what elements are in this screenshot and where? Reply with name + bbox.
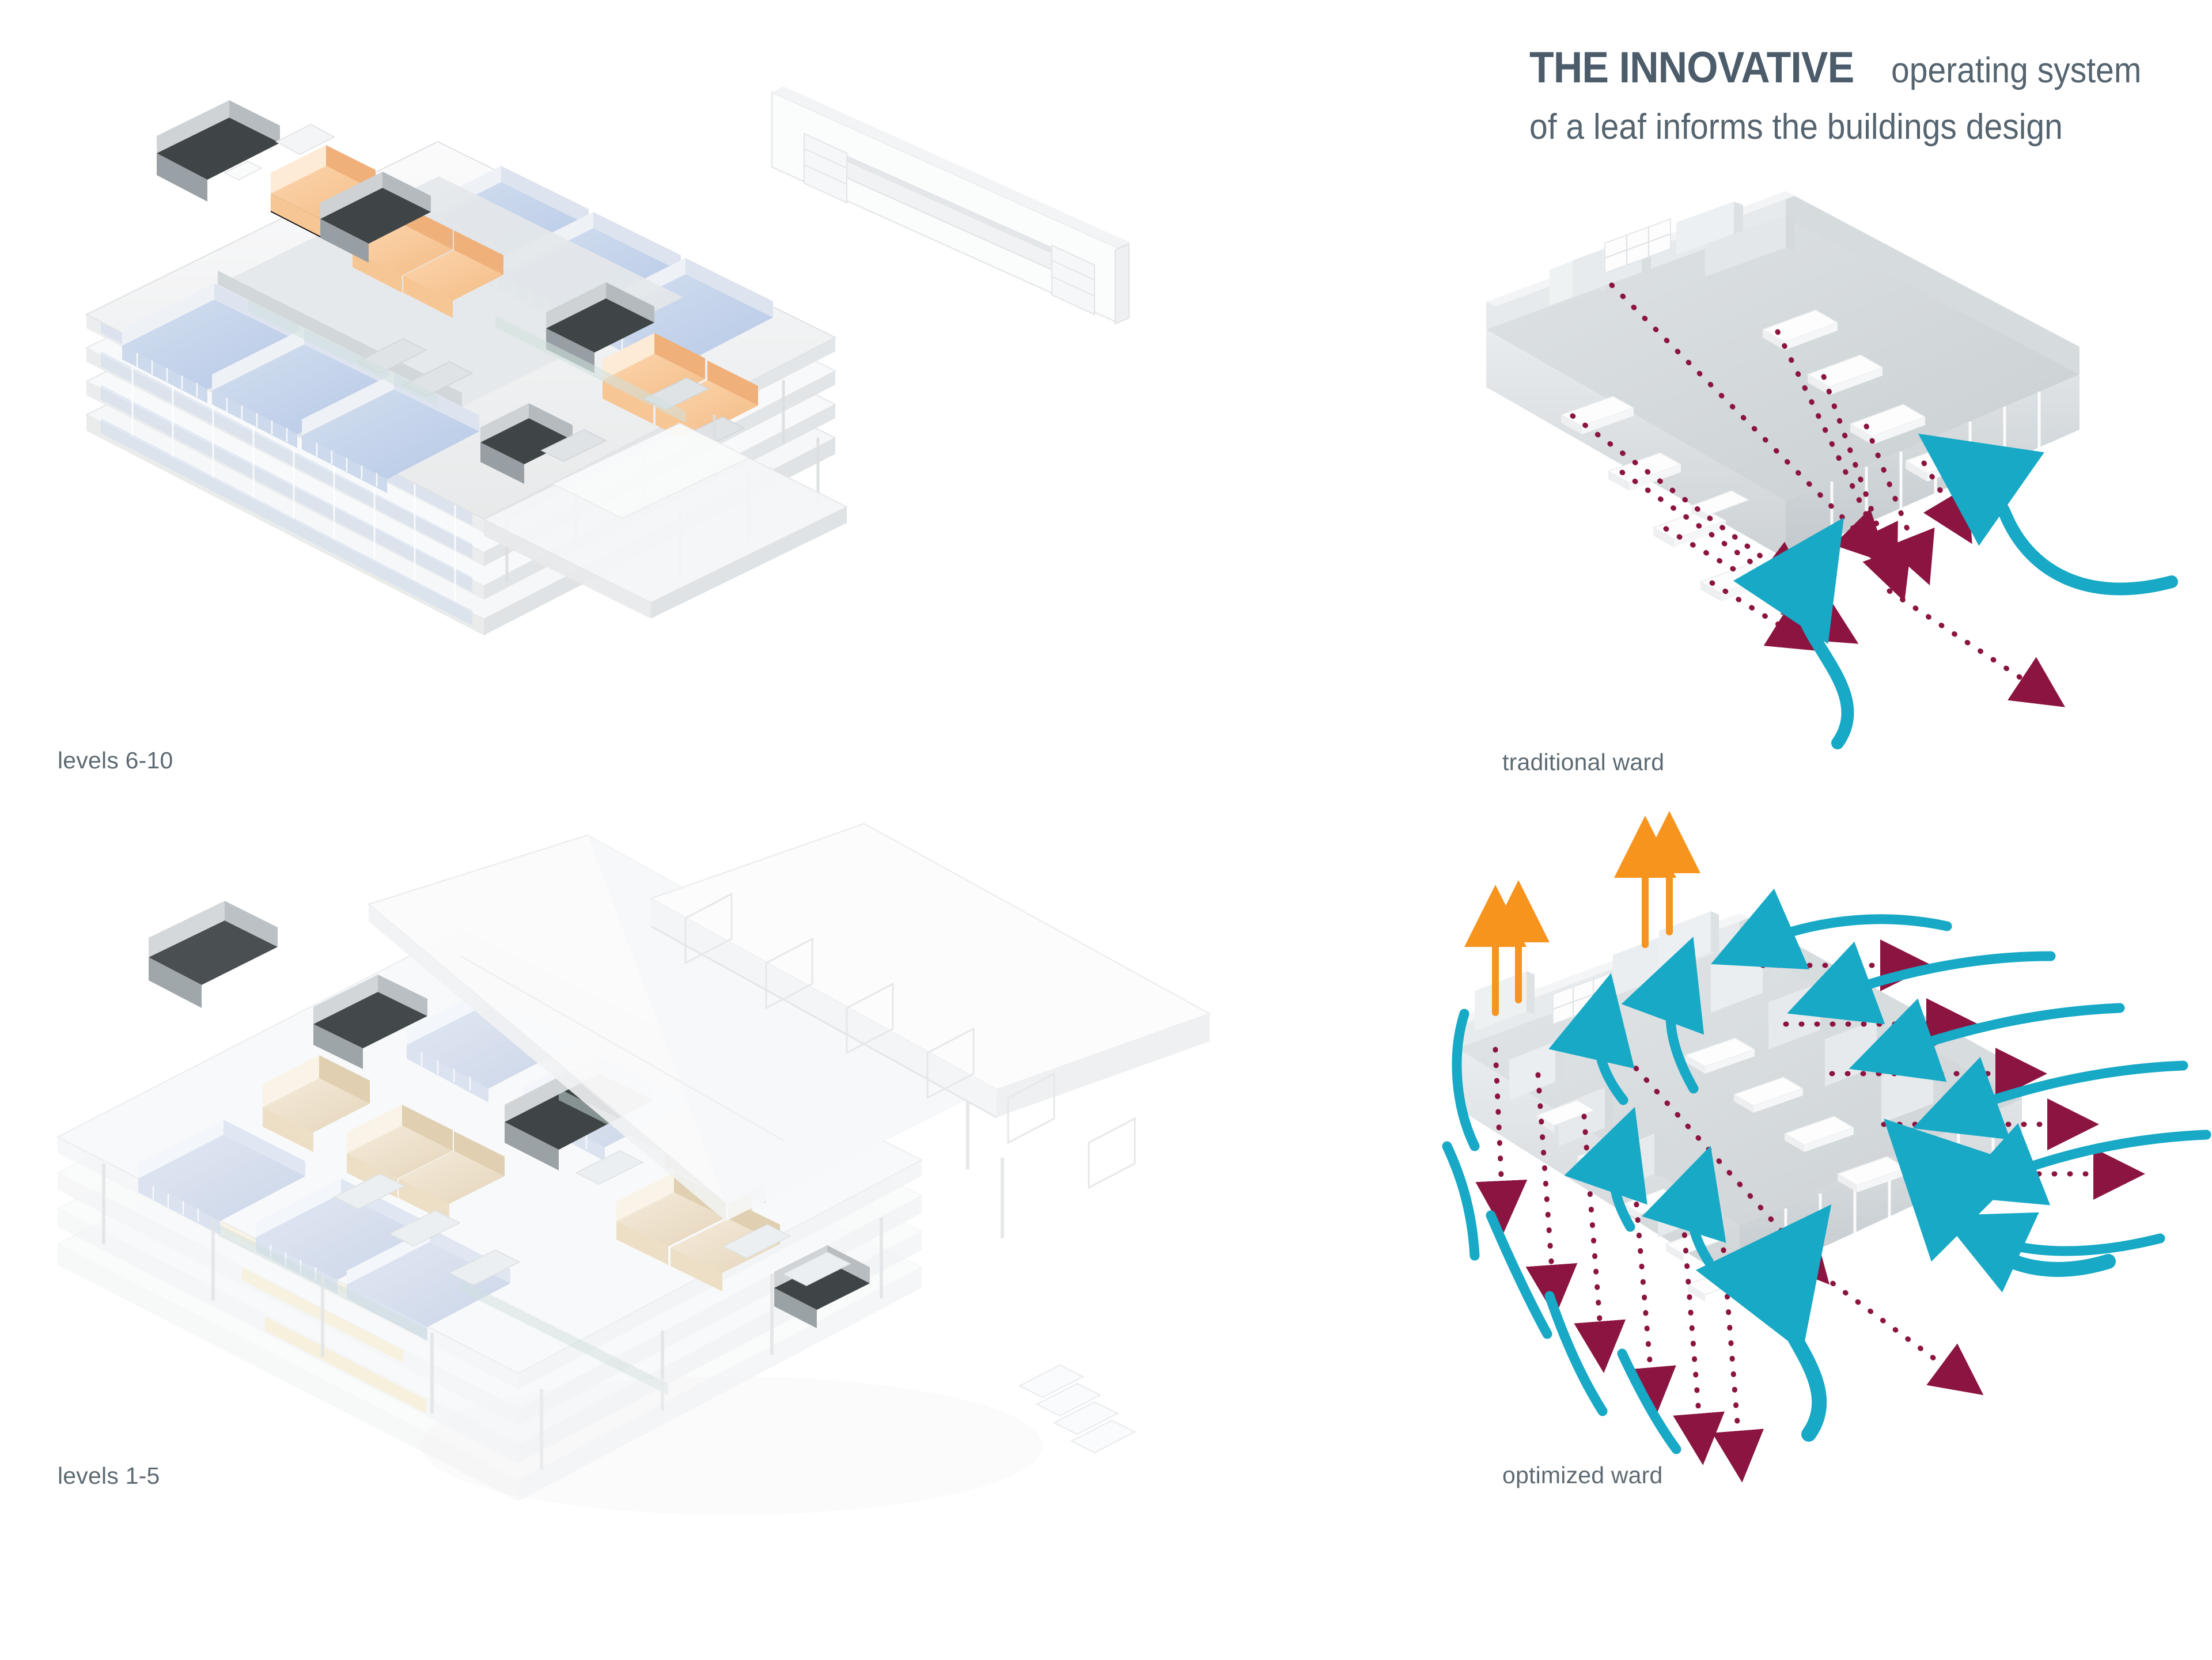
panel-optimized-ward <box>1440 811 2212 1483</box>
contamination-path <box>1609 282 1889 564</box>
structural-column-group-lower <box>102 1054 1004 1470</box>
airflow-inlet <box>1849 998 2125 1082</box>
headline-subline: of a leaf informs the buildings design <box>1529 107 2063 147</box>
airflow-arrow <box>1733 517 1854 749</box>
contamination-exit <box>1574 1113 1626 1373</box>
service-core-group <box>157 100 654 484</box>
caption-traditional-ward: traditional ward <box>1502 749 1665 775</box>
headline-light: operating system <box>1891 51 2142 90</box>
airflow-main-arrow <box>1695 1204 1832 1442</box>
bed <box>1687 1269 1747 1302</box>
airflow-left <box>1452 1009 1480 1151</box>
service-core <box>157 100 280 202</box>
elevated-walkway <box>649 823 1212 1189</box>
headline-line-2: of a leaf informs the buildings design <box>1529 109 2175 145</box>
service-core <box>546 282 654 373</box>
service-core <box>149 901 278 1008</box>
exterior-stair <box>1018 1364 1137 1454</box>
ward-room <box>138 1120 305 1235</box>
headline-line-1: THE INNOVATIVE operating system <box>1529 46 2175 90</box>
interior-partition-group <box>1550 202 1795 305</box>
interior-glazing <box>248 300 685 423</box>
bed <box>1849 404 1926 445</box>
bed <box>1733 1077 1804 1113</box>
service-core <box>313 975 427 1069</box>
contamination-path <box>1570 413 1811 594</box>
airflow-left <box>1486 1210 1552 1339</box>
bed <box>1607 452 1682 491</box>
bed <box>1806 354 1884 395</box>
axon-lower-svg <box>56 823 1212 1515</box>
contamination-exit <box>1475 1047 1528 1233</box>
ground-shadow <box>421 1377 1043 1515</box>
airflow-main-arrow <box>1884 1119 2116 1277</box>
contamination-path <box>1663 526 1859 644</box>
airflow-arrow <box>1918 433 2178 596</box>
airflow-left <box>1617 1348 1681 1454</box>
bed <box>1762 309 1839 350</box>
headline: THE INNOVATIVE operating system of a leaf… <box>1529 46 2175 145</box>
panel-levels-1-5 <box>23 766 1475 1601</box>
airflow-arrow-group <box>1733 433 2178 749</box>
caption-levels-1-5: levels 1-5 <box>58 1462 160 1489</box>
airflow-inlet <box>1787 941 2056 1025</box>
headline-strong: THE INNOVATIVE <box>1529 43 1854 92</box>
back-window-grid <box>1604 218 1671 274</box>
axon-upper-svg <box>85 86 1130 635</box>
facade-screen-panel <box>771 86 1130 325</box>
circulation-pod <box>403 230 503 318</box>
contamination-path <box>1821 374 1912 602</box>
bed <box>1560 396 1635 434</box>
caption-optimized-ward: optimized ward <box>1502 1462 1663 1488</box>
airflow-main-arrow-group <box>1695 1119 2116 1442</box>
contamination-main-exit <box>1817 1271 1984 1396</box>
optimized-ward-svg <box>1442 811 2211 1483</box>
caption-levels-6-10: levels 6-10 <box>58 747 173 774</box>
bed <box>1684 1037 1756 1074</box>
contamination-exit-path <box>1887 588 2066 707</box>
circulation-pod <box>347 1105 453 1198</box>
panel-levels-6-10 <box>0 0 1296 772</box>
partition-wall-group-lower <box>333 1150 851 1286</box>
airflow-rise <box>1564 1106 1647 1232</box>
service-core <box>320 172 431 263</box>
exhaust-stack-group <box>1464 811 1700 1016</box>
panel-traditional-ward <box>1463 191 2212 749</box>
podium-wing <box>482 422 849 619</box>
airflow-left <box>1442 1141 1480 1261</box>
service-core <box>480 403 573 484</box>
contamination-path <box>1709 580 1821 651</box>
roof-appurtenance <box>223 123 336 181</box>
airflow-rise <box>1621 937 1705 1094</box>
airflow-left-group <box>1442 1009 1681 1454</box>
airflow-inlet <box>1940 1212 2165 1293</box>
airflow-inlet <box>1711 888 1952 970</box>
airflow-inlet <box>1912 1056 2188 1140</box>
airflow-left <box>1544 1291 1608 1416</box>
bed <box>1783 1116 1855 1152</box>
circulation-pod <box>263 1055 370 1152</box>
contamination-path <box>1775 329 1898 579</box>
traditional-ward-svg <box>1486 191 2178 749</box>
airflow-rise <box>1548 973 1635 1105</box>
circulation-pod <box>271 145 376 237</box>
ward-room-group-left <box>122 283 479 493</box>
